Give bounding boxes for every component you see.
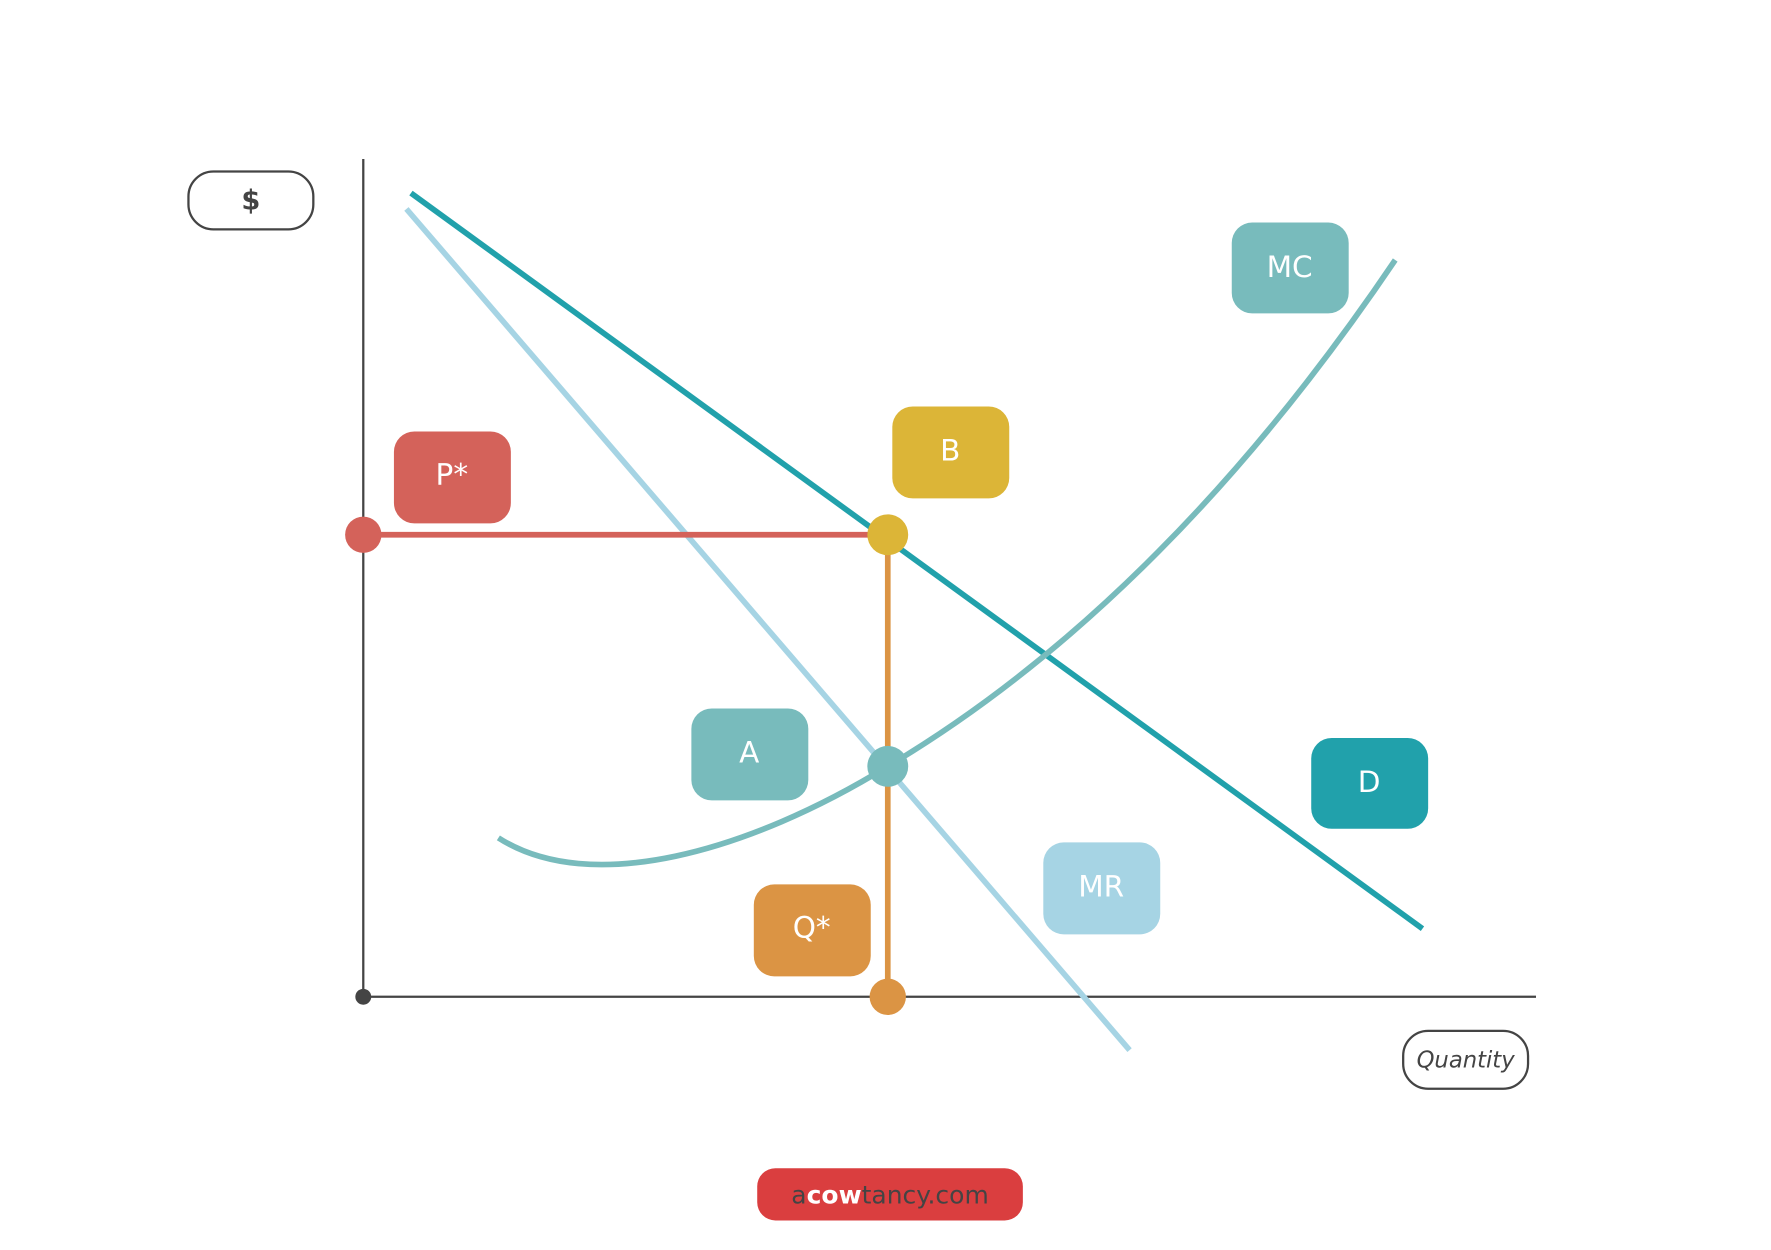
label-mr: MR — [1043, 842, 1161, 935]
label-a: A — [691, 708, 809, 801]
label-quantity: Q* — [753, 884, 871, 977]
price-dot — [345, 516, 382, 553]
svg-text:P*: P* — [436, 458, 469, 492]
label-mc: MC — [1231, 222, 1349, 314]
svg-text:MR: MR — [1078, 870, 1124, 904]
x-axis-label: Quantity — [1402, 1029, 1530, 1090]
point-b-dot — [867, 514, 909, 556]
marginal-revenue-curve — [404, 207, 1132, 1053]
quantity-dot — [869, 978, 906, 1015]
marginal-cost-curve — [496, 258, 1398, 868]
point-a-dot — [867, 745, 909, 787]
svg-text:acowtancy.com: acowtancy.com — [791, 1180, 988, 1209]
svg-text:MC: MC — [1267, 250, 1313, 284]
svg-text:B: B — [940, 434, 960, 468]
label-d: D — [1311, 737, 1429, 829]
label-b: B — [892, 406, 1010, 499]
svg-text:Q*: Q* — [793, 911, 831, 945]
svg-text:A: A — [739, 736, 759, 770]
demand-curve — [409, 190, 1425, 931]
svg-text:D: D — [1358, 765, 1381, 799]
label-price: P* — [393, 431, 511, 524]
svg-text:Quantity: Quantity — [1417, 1047, 1516, 1073]
acowtancy-logo: acowtancy.com — [757, 1168, 1023, 1221]
y-axis-label: $ — [187, 170, 315, 231]
origin-dot — [355, 988, 372, 1005]
svg-text:$: $ — [241, 185, 260, 216]
